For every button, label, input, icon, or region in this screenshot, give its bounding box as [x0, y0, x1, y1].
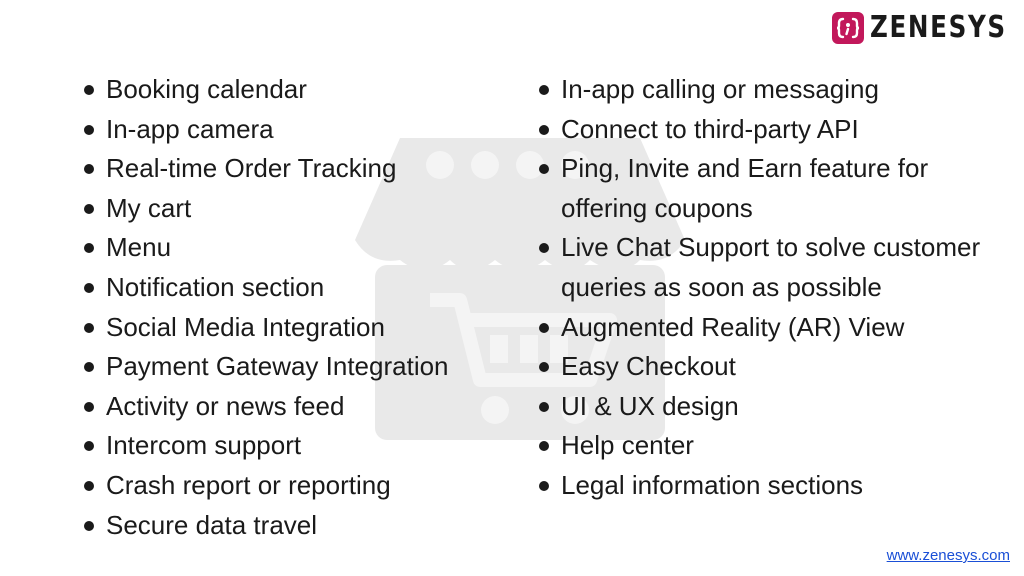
bullet-icon — [539, 322, 549, 333]
list-item: Social Media Integration — [82, 308, 502, 348]
list-item: Payment Gateway Integration — [82, 347, 502, 387]
feature-list-left: Booking calendar In-app camera Real-time… — [82, 70, 502, 545]
list-item: Augmented Reality (AR) View — [537, 308, 987, 348]
list-item: Intercom support — [82, 426, 502, 466]
list-item: Help center — [537, 426, 987, 466]
list-item: Easy Checkout — [537, 347, 987, 387]
list-item: Activity or news feed — [82, 387, 502, 427]
list-item: Crash report or reporting — [82, 466, 502, 506]
brand-logo: ZENESYS — [832, 12, 1010, 44]
bullet-icon — [539, 362, 549, 373]
bullet-icon — [84, 203, 94, 214]
list-item: UI & UX design — [537, 387, 987, 427]
list-item: In-app camera — [82, 110, 502, 150]
bullet-icon — [84, 124, 94, 135]
feature-list-right: In-app calling or messaging Connect to t… — [537, 70, 987, 506]
bullet-icon — [539, 85, 549, 95]
bullet-icon — [84, 362, 94, 373]
bullet-icon — [539, 441, 549, 452]
brand-mark-icon — [832, 12, 864, 44]
bullet-icon — [84, 322, 94, 333]
brand-name: ZENESYS — [870, 10, 1007, 45]
list-item: Secure data travel — [82, 506, 502, 546]
bullet-icon — [84, 441, 94, 452]
bullet-icon — [84, 243, 94, 254]
list-item: My cart — [82, 189, 502, 229]
list-item: Live Chat Support to solve customer quer… — [537, 228, 987, 307]
bullet-icon — [539, 480, 549, 491]
bullet-icon — [84, 282, 94, 293]
store-cart-watermark-icon — [355, 138, 685, 440]
bullet-icon — [84, 480, 94, 491]
bullet-icon — [84, 520, 94, 531]
list-item: Connect to third-party API — [537, 110, 987, 150]
bullet-icon — [539, 164, 549, 175]
bullet-icon — [539, 243, 549, 254]
list-item: Menu — [82, 228, 502, 268]
bullet-icon — [539, 401, 549, 412]
list-item: Booking calendar — [82, 70, 502, 110]
list-item: In-app calling or messaging — [537, 70, 987, 110]
bullet-icon — [84, 85, 94, 95]
bullet-icon — [84, 164, 94, 175]
list-item: Legal information sections — [537, 466, 987, 506]
website-link[interactable]: www.zenesys.com — [886, 547, 1010, 564]
list-item: Real-time Order Tracking — [82, 149, 502, 189]
list-item: Ping, Invite and Earn feature for offeri… — [537, 149, 987, 228]
list-item: Notification section — [82, 268, 502, 308]
bullet-icon — [84, 401, 94, 412]
bullet-icon — [539, 124, 549, 135]
